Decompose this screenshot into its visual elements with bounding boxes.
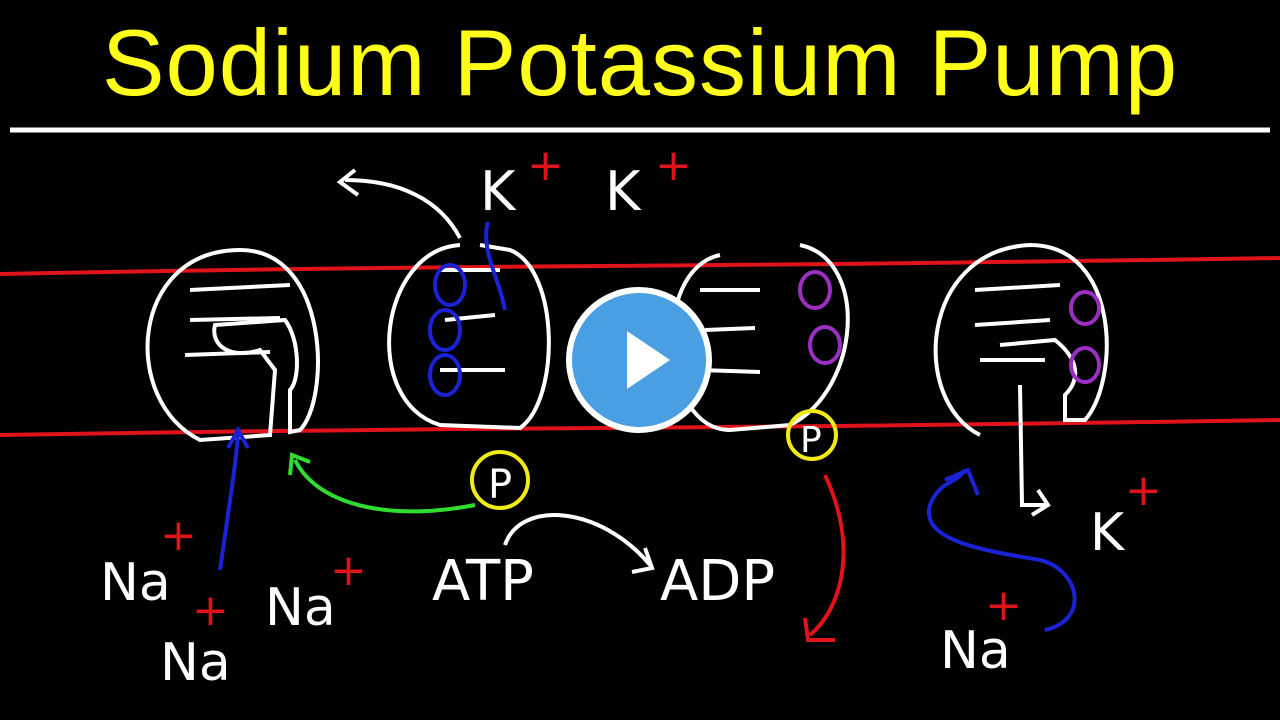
label-na-3: Na [265,578,336,638]
potassium-ion-group-2 [1069,290,1101,384]
arrowhead [226,425,250,449]
label-k-top-1: K [480,160,517,223]
arrowhead [288,452,311,476]
plus-sign: + [192,585,229,636]
potassium-ion-group [798,270,842,365]
plus-sign: + [527,140,564,191]
label-phosphate-right: P [800,420,822,461]
arrow-k-down [1018,384,1045,507]
plus-sign: + [985,580,1022,631]
plus-sign: + [160,510,197,561]
plus-sign: + [655,140,692,191]
play-icon [627,331,670,389]
page-title: Sodium Potassium Pump [101,10,1179,115]
arrow-k-out [344,178,462,239]
label-phosphate-left: P [488,462,512,508]
membrane-bottom-line [0,418,1280,437]
sodium-ion-group [428,263,467,397]
pump-protein-1 [145,247,320,443]
phosphate-circle [470,450,530,510]
label-k-top-2: K [605,160,642,223]
potassium-ion [808,325,842,365]
arrow-na-in-right [926,468,1077,632]
potassium-ion [798,270,832,310]
sodium-ion [433,263,467,307]
sodium-ion [428,353,462,397]
pump-protein-2 [387,243,551,431]
potassium-ion [1069,290,1101,326]
arrow-k-in [484,221,507,311]
arrow-atp-adp [503,513,652,567]
potassium-ion [1069,346,1101,384]
label-k-right: K [1090,503,1126,563]
arrowhead [1030,488,1051,517]
arrow-phosphate [293,459,476,514]
label-atp: ATP [432,549,534,614]
membrane-top-line [0,256,1280,276]
arrow-na-up [218,434,240,571]
label-na-1: Na [100,553,171,613]
phosphate-circle [786,409,838,461]
play-button[interactable] [566,287,712,433]
label-na-right: Na [940,621,1011,681]
arrowhead [336,168,360,197]
arrow-phosphate-out [808,474,846,637]
arrowhead [944,467,980,496]
arrowhead [803,617,835,642]
label-adp: ADP [660,549,775,614]
sodium-ion [428,308,462,352]
plus-sign: + [330,545,367,596]
plus-sign: + [1125,465,1162,516]
arrowhead [631,547,655,574]
label-na-2: Na [160,633,231,693]
pump-protein-4 [933,242,1109,437]
